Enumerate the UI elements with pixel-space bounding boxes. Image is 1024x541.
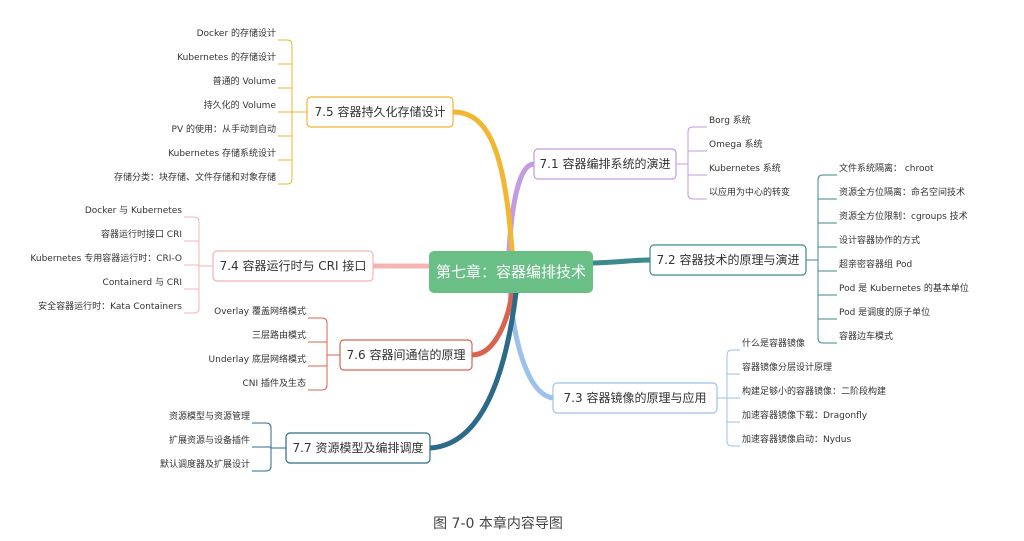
- leaf-topic[interactable]: Kubernetes 的存储设计: [177, 51, 276, 63]
- leaf-topic[interactable]: PV 的使用：从手动到自动: [172, 123, 276, 135]
- branch-label: 7.7 资源模型及编排调度: [293, 440, 424, 455]
- leaf-topic[interactable]: 以应用为中心的转变: [709, 186, 790, 198]
- leaf-topic[interactable]: 资源全方位限制：cgroups 技术: [839, 210, 968, 222]
- leaf-topic[interactable]: Docker 的存储设计: [197, 27, 276, 39]
- leaf-topic[interactable]: 设计容器协作的方式: [839, 234, 920, 246]
- leaf-topic[interactable]: 普通的 Volume: [213, 75, 277, 87]
- bracket-tick: [252, 422, 272, 429]
- leaf-topic[interactable]: 资源模型与资源管理: [169, 410, 250, 422]
- branch-node-b76[interactable]: 7.6 容器间通信的原理: [339, 339, 473, 371]
- root-node[interactable]: 第七章：容器编排技术: [429, 251, 593, 293]
- connector-b72: [590, 257, 653, 266]
- branch-node-b75[interactable]: 7.5 容器持久化存储设计: [306, 96, 454, 128]
- branch-node-b74[interactable]: 7.4 容器运行时与 CRI 接口: [212, 250, 374, 282]
- leaf-topic[interactable]: 容器运行时接口 CRI: [101, 228, 182, 240]
- leaf-topic[interactable]: 加速容器镜像启动：Nydus: [742, 433, 851, 445]
- bracket-tick: [278, 178, 293, 185]
- branch-node-b73[interactable]: 7.3 容器镜像的原理与应用: [552, 382, 718, 414]
- branch-label: 7.1 容器编排系统的演进: [540, 156, 671, 171]
- branch-label: 7.2 容器技术的原理与演进: [657, 252, 800, 267]
- leaf-topic[interactable]: 三层路由模式: [252, 329, 306, 341]
- bracket-tick: [252, 465, 272, 472]
- leaf-topic[interactable]: 什么是容器镜像: [742, 337, 805, 349]
- branch-node-b77[interactable]: 7.7 资源模型及编排调度: [285, 432, 431, 464]
- leaf-topic[interactable]: Docker 与 Kubernetes: [85, 205, 182, 216]
- leaf-topic[interactable]: 扩展资源与设备插件: [169, 434, 250, 446]
- leaf-topic[interactable]: 构建足够小的容器镜像：二阶段构建: [742, 385, 886, 397]
- bracket-tick: [308, 317, 328, 324]
- leaf-topic[interactable]: Underlay 底层网络模式: [209, 353, 306, 365]
- bracket-tick: [817, 174, 837, 181]
- leaf-topic[interactable]: Borg 系统: [709, 114, 751, 126]
- connector-b76: [469, 290, 515, 358]
- bracket-tick: [687, 193, 707, 200]
- connector-b75: [450, 109, 515, 254]
- bracket-tick: [687, 126, 707, 133]
- bracket-tick: [726, 440, 740, 447]
- leaf-topic[interactable]: 存储分类：块存储、文件存储和对象存储: [114, 171, 276, 183]
- leaf-topic[interactable]: CNI 插件及生态: [242, 377, 306, 389]
- leaf-topic[interactable]: Containerd 与 CRI: [103, 277, 182, 288]
- leaf-topic[interactable]: 加速容器镜像下载：Dragonfly: [742, 409, 868, 421]
- leaf-topic[interactable]: 文件系统隔离： chroot: [839, 162, 934, 174]
- bracket-tick: [184, 216, 200, 223]
- bracket-tick: [278, 39, 293, 46]
- figure-caption: 图 7-0 本章内容导图: [433, 515, 563, 532]
- branch-label: 7.4 容器运行时与 CRI 接口: [220, 258, 367, 273]
- branch-label: 7.6 容器间通信的原理: [347, 347, 466, 362]
- leaf-topic[interactable]: Pod 是调度的原子单位: [839, 306, 930, 318]
- node-layer: 7.1 容器编排系统的演进 Borg 系统 Omega 系统 Kubernetes 系…: [30, 27, 968, 470]
- root-label: 第七章：容器编排技术: [436, 263, 586, 281]
- leaf-topic[interactable]: Kubernetes 存储系统设计: [168, 147, 276, 159]
- leaf-topic[interactable]: Pod 是 Kubernetes 的基本单位: [839, 282, 969, 294]
- leaf-topic[interactable]: 安全容器运行时：Kata Containers: [38, 300, 182, 312]
- connector-b73: [507, 290, 556, 401]
- leaf-topic[interactable]: 超亲密容器组 Pod: [839, 258, 912, 270]
- leaf-topic[interactable]: 资源全方位隔离：命名空间技术: [839, 186, 965, 198]
- leaf-topic[interactable]: Overlay 覆盖网络模式: [214, 305, 306, 317]
- bracket-tick: [726, 349, 740, 356]
- leaf-topic[interactable]: 默认调度器及扩展设计: [160, 458, 250, 470]
- leaf-topic[interactable]: Omega 系统: [709, 138, 762, 150]
- connector-layer: [184, 39, 837, 472]
- branch-label: 7.3 容器镜像的原理与应用: [564, 390, 707, 405]
- bracket-tick: [184, 307, 200, 314]
- branch-label: 7.5 容器持久化存储设计: [315, 104, 446, 119]
- branch-node-b72[interactable]: 7.2 容器技术的原理与演进: [649, 244, 807, 276]
- leaf-topic[interactable]: 容器边车模式: [839, 330, 893, 342]
- leaf-topic[interactable]: Kubernetes 系统: [709, 162, 781, 174]
- bracket-tick: [308, 384, 328, 391]
- leaf-topic[interactable]: 容器镜像分层设计原理: [742, 361, 832, 373]
- bracket-tick: [817, 337, 837, 344]
- leaf-topic[interactable]: 持久化的 Volume: [204, 99, 277, 111]
- connector-b77: [427, 290, 519, 451]
- branch-node-b71[interactable]: 7.1 容器编排系统的演进: [533, 148, 677, 180]
- leaf-topic[interactable]: Kubernetes 专用容器运行时：CRI-O: [30, 252, 182, 264]
